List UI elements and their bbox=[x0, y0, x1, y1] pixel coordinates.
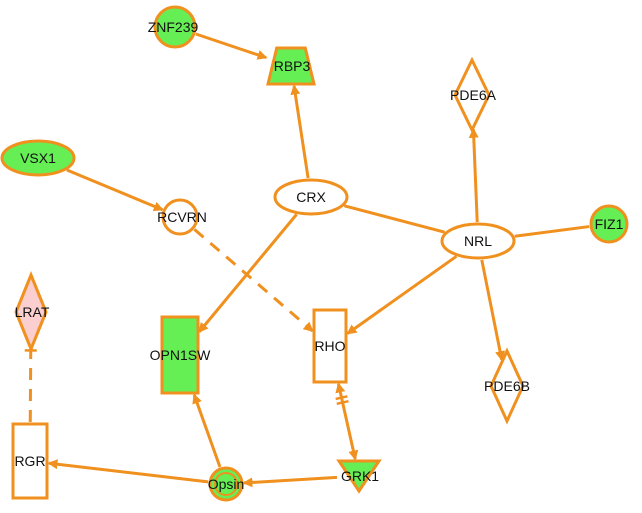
edge-nrl-to-pde6a bbox=[468, 127, 479, 223]
node-shape-rbp3 bbox=[266, 46, 316, 86]
node-label-pde6b: PDE6B bbox=[484, 378, 530, 394]
node-lrat[interactable]: LRAT bbox=[14, 271, 50, 353]
node-vsx1[interactable]: VSX1 bbox=[0, 139, 76, 177]
edge-vsx1-to-rcvrn bbox=[66, 168, 164, 212]
node-rgr[interactable]: RGR bbox=[11, 422, 49, 500]
node-shape-rcvrn bbox=[161, 198, 199, 236]
node-label-rbp3: RBP3 bbox=[274, 58, 311, 74]
node-shape-rgr bbox=[11, 422, 49, 500]
node-inner-ring-opsin bbox=[214, 472, 238, 496]
node-label-rgr: RGR bbox=[14, 453, 45, 469]
node-nrl[interactable]: NRL bbox=[440, 222, 516, 260]
edge-rho-to-grk1 bbox=[335, 382, 359, 461]
node-shape-rho bbox=[312, 308, 348, 384]
node-grk1[interactable]: GRK1 bbox=[336, 459, 382, 494]
edge-opsin-to-rgr bbox=[47, 459, 209, 484]
edge-znf239-to-rbp3 bbox=[195, 32, 268, 60]
edge-rgr-to-lrat bbox=[24, 349, 37, 423]
node-label-lrat: LRAT bbox=[15, 304, 50, 320]
edges-layer bbox=[24, 32, 590, 488]
node-label-vsx1: VSX1 bbox=[20, 150, 56, 166]
node-fiz1[interactable]: FIZ1 bbox=[589, 204, 629, 244]
node-crx[interactable]: CRX bbox=[273, 178, 349, 216]
edge-nrl-to-pde6b bbox=[480, 259, 505, 362]
node-shape-opn1sw bbox=[160, 315, 200, 395]
node-shape-pde6a bbox=[453, 56, 491, 134]
node-rho[interactable]: RHO bbox=[312, 308, 348, 384]
edge-rcvrn-to-rho bbox=[193, 228, 314, 333]
node-opsin[interactable]: Opsin bbox=[208, 466, 245, 502]
node-shape-grk1 bbox=[336, 459, 382, 494]
node-label-pde6a: PDE6A bbox=[450, 87, 497, 103]
node-pde6b[interactable]: PDE6B bbox=[484, 347, 530, 425]
node-shape-pde6b bbox=[489, 347, 525, 425]
node-znf239[interactable]: ZNF239 bbox=[148, 5, 199, 49]
node-shape-lrat bbox=[14, 271, 48, 353]
node-rcvrn[interactable]: RCVRN bbox=[157, 198, 207, 236]
edge-grk1-to-opsin bbox=[242, 475, 338, 488]
edge-crx-to-rbp3 bbox=[290, 84, 310, 179]
node-shape-fiz1 bbox=[589, 204, 629, 244]
node-label-grk1: GRK1 bbox=[341, 468, 379, 484]
edge-crx-to-nrl bbox=[343, 204, 446, 234]
node-shape-nrl bbox=[440, 222, 516, 260]
node-label-znf239: ZNF239 bbox=[148, 19, 199, 35]
node-shape-vsx1 bbox=[0, 139, 76, 177]
node-label-opsin: Opsin bbox=[208, 476, 245, 492]
node-pde6a[interactable]: PDE6A bbox=[450, 56, 497, 134]
edge-opsin-to-opn1sw bbox=[192, 393, 222, 468]
node-label-opn1sw: OPN1SW bbox=[150, 347, 211, 363]
node-shape-znf239 bbox=[153, 5, 197, 49]
node-opn1sw[interactable]: OPN1SW bbox=[150, 315, 211, 395]
node-label-fiz1: FIZ1 bbox=[595, 216, 624, 232]
node-label-crx: CRX bbox=[296, 189, 326, 205]
edge-nrl-to-rho bbox=[346, 255, 458, 335]
edge-fiz1-to-nrl bbox=[514, 225, 590, 238]
node-shape-crx bbox=[273, 178, 349, 216]
edge-crx-to-opn1sw bbox=[198, 213, 298, 333]
node-label-rho: RHO bbox=[314, 338, 345, 354]
node-label-rcvrn: RCVRN bbox=[157, 209, 207, 225]
node-label-nrl: NRL bbox=[464, 233, 492, 249]
node-rbp3[interactable]: RBP3 bbox=[266, 46, 316, 86]
